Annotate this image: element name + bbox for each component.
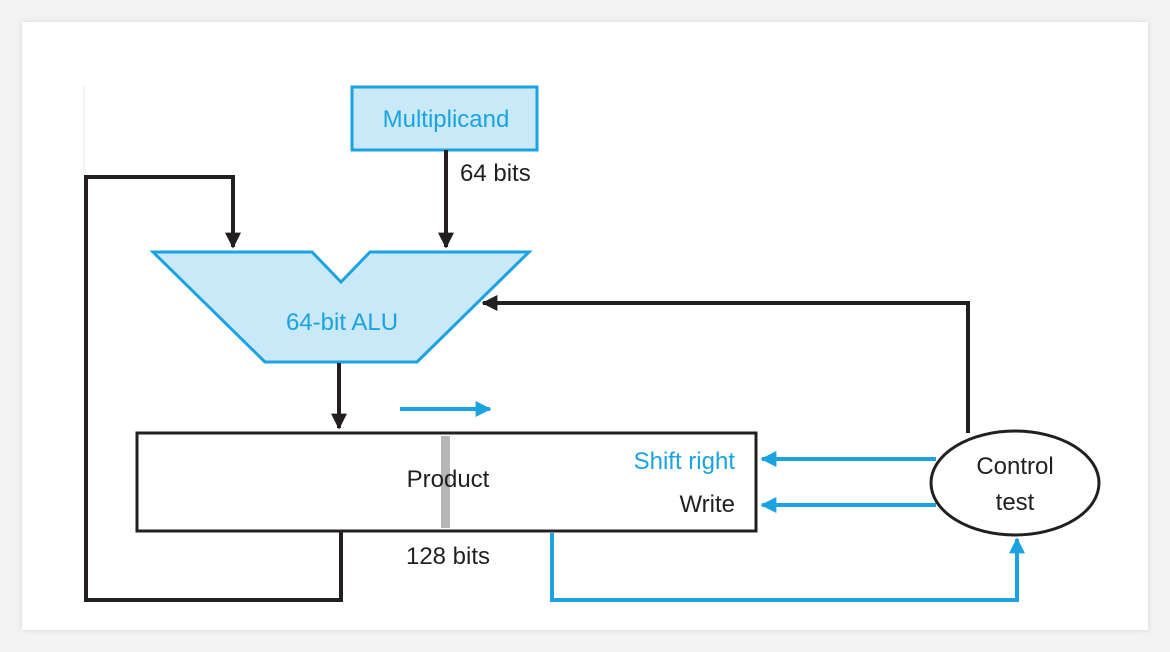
multiplicand-width-label: 64 bits [460,160,531,187]
control-label-line2: test [996,489,1035,516]
product-register: Product Shift right Write [135,431,758,533]
product-label: Product [407,466,490,493]
alu-label: 64-bit ALU [286,309,398,336]
multiplicand-label: Multiplicand [383,106,510,133]
control-to-alu-arrow [481,295,970,433]
alu-shape [149,250,533,364]
product-lsb-to-control-arrow [550,533,1025,602]
product-width-label: 128 bits [406,543,490,570]
control-test-unit: Control test [929,429,1101,537]
control-test-ellipse [929,429,1101,537]
shift-right-label: Shift right [634,448,736,475]
control-label-line1: Control [976,453,1053,480]
alu: 64-bit ALU [149,250,533,364]
product-feedback-arrow [84,175,343,602]
write-label: Write [679,491,735,518]
multiplicand-register: Multiplicand [350,85,539,152]
product-half-divider [441,436,450,528]
